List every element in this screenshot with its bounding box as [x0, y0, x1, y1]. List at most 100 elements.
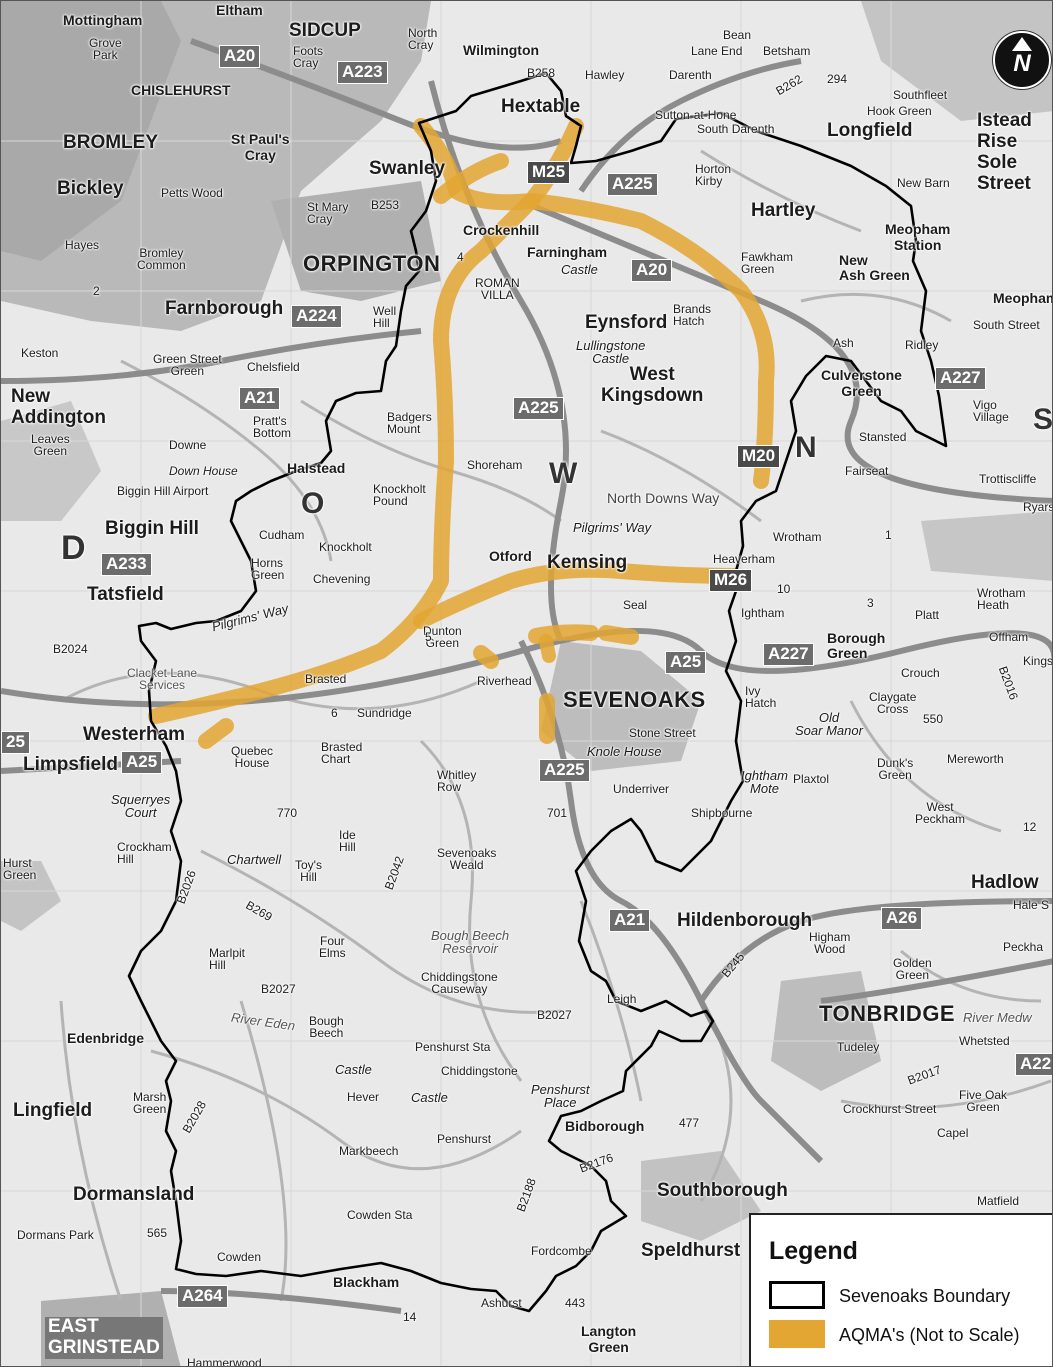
- place-eltham: Eltham: [216, 2, 263, 18]
- sevenoaks-boundary: [127, 71, 948, 1313]
- place-cowden-sta: Cowden Sta: [347, 1208, 413, 1222]
- height-565: 565: [147, 1226, 168, 1240]
- junction-5: 5: [425, 630, 432, 644]
- place-squerryes-court: Squerryes Court: [111, 792, 171, 820]
- road-number-25: 25: [1, 731, 30, 754]
- place-lullingstone-castle: Lullingstone Castle: [576, 338, 646, 366]
- place-ide-hill: Ide Hill: [339, 828, 356, 854]
- place-meopham: Meopham: [993, 290, 1053, 306]
- place-plaxtol: Plaxtol: [793, 772, 830, 786]
- north-arrow-letter: N: [1013, 50, 1031, 77]
- place-langton-green: Langton Green: [581, 1323, 637, 1356]
- place-capel: Capel: [937, 1126, 969, 1140]
- place-dormans-park: Dormans Park: [17, 1228, 94, 1242]
- place-southfleet: Southfleet: [893, 88, 948, 102]
- place-biggin-hill-airport: Biggin Hill Airport: [117, 484, 209, 498]
- junction-12: 12: [1023, 820, 1037, 834]
- place-otford: Otford: [489, 548, 532, 564]
- place-hale-street: Hale S: [1013, 898, 1050, 912]
- place-grove-park: Grove Park: [89, 36, 122, 62]
- place-peckham: Peckha: [1003, 940, 1044, 954]
- road-m25: M25: [527, 161, 571, 184]
- place-marsh-green: Marsh Green: [133, 1090, 167, 1116]
- road-a21-north: A21: [239, 387, 281, 410]
- north-arrow-icon: N: [993, 31, 1051, 89]
- place-wrotham-heath: Wrotham Heath: [977, 586, 1026, 612]
- place-knole-house: Knole House: [587, 744, 662, 759]
- road-a227-north: A227: [935, 367, 986, 390]
- place-crockhurst-street: Crockhurst Street: [843, 1102, 937, 1116]
- place-st-mary-cray: St Mary Cray: [307, 200, 349, 226]
- place-bromley: BROMLEY: [63, 132, 158, 153]
- place-speldhurst: Speldhurst: [641, 1240, 741, 1261]
- height-701: 701: [547, 806, 568, 820]
- place-kings-hill: Kings: [1023, 654, 1053, 668]
- place-petts-wood: Petts Wood: [161, 186, 223, 200]
- place-brands-hatch: Brands Hatch: [673, 302, 712, 328]
- road-m20: M20: [737, 445, 781, 468]
- place-platt: Platt: [915, 608, 940, 622]
- place-south-street: South Street: [973, 318, 1040, 332]
- place-horns-green: Horns Green: [251, 556, 285, 582]
- junction-14: 14: [403, 1310, 417, 1324]
- north-arrow-triangle: [1012, 37, 1032, 51]
- place-penshurst: Penshurst: [437, 1132, 492, 1146]
- place-borough-green: Borough Green: [827, 630, 886, 662]
- place-hartley: Hartley: [751, 200, 816, 221]
- place-south-darenth: South Darenth: [697, 122, 775, 136]
- place-cowden: Cowden: [217, 1250, 262, 1264]
- road-a223: A223: [337, 61, 388, 84]
- place-trottiscliffe: Trottiscliffe: [979, 472, 1037, 486]
- place-stone-street: Stone Street: [629, 726, 696, 740]
- place-bean: Bean: [723, 28, 752, 42]
- place-toys-hill: Toy's Hill: [295, 858, 322, 884]
- place-st-pauls-cray: St Paul's Cray: [231, 131, 290, 164]
- place-new-barn: New Barn: [897, 176, 950, 190]
- place-westerham: Westerham: [83, 724, 186, 745]
- place-keston: Keston: [21, 346, 59, 360]
- place-tatsfield: Tatsfield: [87, 584, 164, 605]
- place-penshurst-place: Penshurst Place: [531, 1082, 590, 1110]
- place-sevenoaks: SEVENOAKS: [563, 687, 706, 712]
- place-tonbridge: TONBRIDGE: [819, 1001, 956, 1026]
- place-hever-castle: Castle: [335, 1062, 372, 1077]
- legend-swatch-boundary: [769, 1281, 825, 1309]
- place-bromley-common: Bromley Common: [137, 246, 186, 272]
- place-matfield: Matfield: [977, 1194, 1020, 1208]
- junction-1: 1: [885, 528, 892, 542]
- place-meopham-station: Meopham Station: [885, 221, 951, 254]
- place-penshurst-sta: Penshurst Sta: [415, 1040, 491, 1054]
- place-seal: Seal: [623, 598, 648, 612]
- place-hurst-green: Hurst Green: [3, 856, 37, 882]
- road-a25-central: A25: [665, 651, 707, 674]
- place-culverstone-green: Culverstone Green: [821, 367, 902, 400]
- place-sundridge: Sundridge: [357, 706, 412, 720]
- place-wrotham: Wrotham: [773, 530, 822, 544]
- grid-letter-o: O: [301, 487, 325, 520]
- place-five-oak-green: Five Oak Green: [959, 1088, 1008, 1114]
- place-longfield: Longfield: [827, 120, 913, 141]
- place-claygate-cross: Claygate Cross: [869, 690, 917, 716]
- place-hayes: Hayes: [65, 238, 100, 252]
- place-fawkham-green: Fawkham Green: [741, 250, 794, 276]
- place-swanley: Swanley: [369, 158, 446, 179]
- place-ryarsh: Ryars: [1023, 500, 1053, 514]
- place-ightham-mote: Ightham Mote: [741, 768, 788, 796]
- grid-letter-n: N: [795, 431, 817, 464]
- road-b2027-east: B2027: [537, 1008, 572, 1022]
- place-fairseat: Fairseat: [845, 464, 889, 478]
- place-horton-kirby: Horton Kirby: [695, 162, 732, 188]
- road-a225-central: A225: [513, 397, 564, 420]
- place-kemsing: Kemsing: [547, 552, 628, 573]
- place-north-cray: North Cray: [408, 26, 438, 52]
- place-sole-street: Sole Street: [977, 152, 1031, 194]
- place-chelsfield: Chelsfield: [247, 360, 300, 374]
- place-hadlow: Hadlow: [971, 872, 1039, 893]
- place-bickley: Bickley: [57, 178, 124, 199]
- place-farningham-castle: Castle: [561, 262, 598, 277]
- place-new-addington: New Addington: [11, 386, 106, 428]
- legend-label-boundary: Sevenoaks Boundary: [839, 1286, 1011, 1306]
